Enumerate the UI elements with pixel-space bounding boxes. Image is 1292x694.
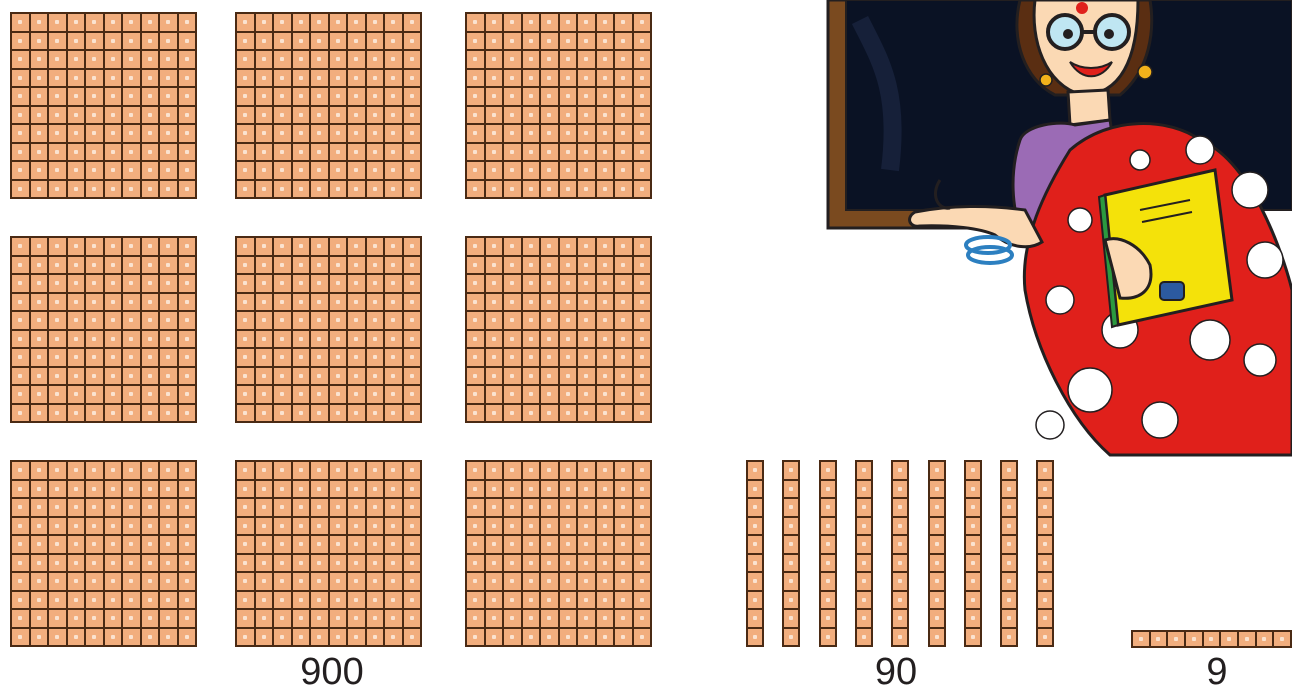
tens-label: 90 bbox=[836, 650, 956, 694]
hundred-block bbox=[10, 12, 197, 199]
ten-rod bbox=[891, 460, 909, 647]
unit-cube bbox=[1186, 632, 1202, 646]
ten-rod bbox=[1000, 460, 1018, 647]
hundred-block bbox=[10, 460, 197, 647]
unit-cube bbox=[1239, 632, 1255, 646]
ten-rod bbox=[782, 460, 800, 647]
ten-rod bbox=[855, 460, 873, 647]
ten-rod bbox=[928, 460, 946, 647]
unit-cube bbox=[1168, 632, 1184, 646]
ten-rod bbox=[1036, 460, 1054, 647]
hundreds-label: 900 bbox=[272, 650, 392, 694]
unit-cube bbox=[1274, 632, 1290, 646]
ten-rod bbox=[964, 460, 982, 647]
unit-cubes bbox=[1131, 630, 1292, 648]
unit-cube bbox=[1151, 632, 1167, 646]
hundred-block bbox=[465, 236, 652, 423]
hundred-block bbox=[465, 12, 652, 199]
ones-label: 9 bbox=[1157, 650, 1277, 694]
hundred-block bbox=[235, 12, 422, 199]
teacher-with-blackboard-icon bbox=[820, 0, 1292, 460]
hundred-block bbox=[465, 460, 652, 647]
ten-rod bbox=[819, 460, 837, 647]
unit-cube bbox=[1133, 632, 1149, 646]
unit-cube bbox=[1257, 632, 1273, 646]
hundred-block bbox=[235, 460, 422, 647]
hundred-block bbox=[10, 236, 197, 423]
ten-rod bbox=[746, 460, 764, 647]
unit-cube bbox=[1204, 632, 1220, 646]
hundred-block bbox=[235, 236, 422, 423]
unit-cube bbox=[1221, 632, 1237, 646]
